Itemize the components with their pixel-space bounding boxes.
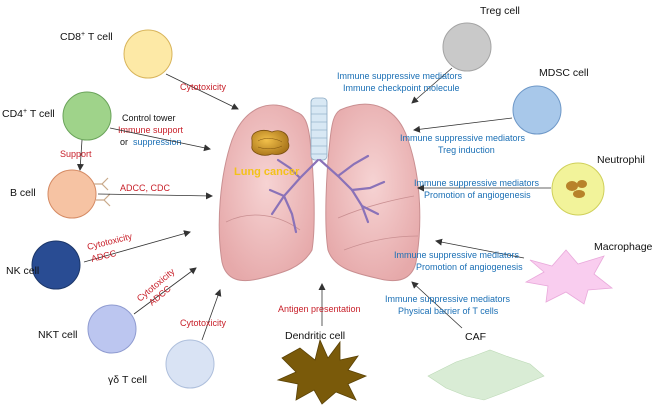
left-lung xyxy=(218,104,315,282)
or-label: or xyxy=(120,137,128,147)
nkt-cell xyxy=(87,304,137,354)
treg-action-1: Immune suppressive mediators xyxy=(337,71,463,81)
treg-cell xyxy=(442,22,492,72)
cd4-t-cell xyxy=(62,91,112,141)
macrophage-label: Macrophage xyxy=(594,241,653,253)
neutrophil-action-2: Promotion of angiogenesis xyxy=(424,190,531,200)
gamma-delta-t-cell-label: γδ T cell xyxy=(108,374,147,386)
mdsc-arrow xyxy=(413,117,513,133)
macrophage-action-1: Immune suppressive mediators xyxy=(394,250,520,260)
antigen-presentation-label: Antigen presentation xyxy=(278,304,361,314)
nkt-arrow xyxy=(133,267,197,315)
dendritic-cell-shape xyxy=(276,338,368,405)
neutrophil-action-1: Immune suppressive mediators xyxy=(414,178,540,188)
treg-action-2: Immune checkpoint molecule xyxy=(343,83,460,93)
caf-arrow xyxy=(411,281,463,329)
macrophage-cell xyxy=(524,249,614,305)
cd4-t-cell-label: CD4+ T cell xyxy=(2,108,55,120)
support-label: Support xyxy=(60,149,92,159)
cd4-to-tumor-arrow xyxy=(109,127,211,152)
neutrophil-cell xyxy=(551,162,605,216)
bcell-arrow xyxy=(97,192,213,200)
macrophage-action-2: Promotion of angiogenesis xyxy=(416,262,523,272)
treg-cell-label: Treg cell xyxy=(480,5,520,17)
gamma-delta-action-label: Cytotoxicity xyxy=(180,318,227,328)
suppression-label: suppression xyxy=(133,137,182,147)
lungs-illustration: Lung cancer xyxy=(218,97,421,282)
caf-cell xyxy=(427,349,545,401)
nkt-cell-label: NKT cell xyxy=(38,329,77,341)
mdsc-cell-label: MDSC cell xyxy=(539,67,589,79)
nk-arrow xyxy=(83,230,191,263)
macrophage-arrow xyxy=(435,238,525,259)
bronchial-tree xyxy=(268,154,386,234)
caf-label: CAF xyxy=(465,331,486,343)
antibody-icon xyxy=(94,177,111,207)
control-tower-label: Control tower xyxy=(122,113,176,123)
gamma-delta-t-cell xyxy=(165,339,215,389)
lung-cancer-label: Lung cancer xyxy=(234,166,300,178)
nk-cell-label: NK cell xyxy=(6,265,39,277)
cd8-t-cell-label: CD8+ T cell xyxy=(60,31,113,43)
tumor-icon xyxy=(251,130,290,156)
cd8-action-label: Cytotoxicity xyxy=(180,82,227,92)
cd4-to-bcell-arrow xyxy=(76,139,84,171)
cd8-arrow xyxy=(165,73,239,110)
mdsc-cell xyxy=(512,85,562,135)
neutrophil-nucleus-icon xyxy=(566,180,587,198)
immune-support-label: Immune support xyxy=(118,125,184,135)
cd8-t-cell xyxy=(123,29,173,79)
neutrophil-label: Neutrophil xyxy=(597,154,645,166)
right-lung xyxy=(325,103,421,282)
dendritic-cell-label: Dendritic cell xyxy=(285,330,345,342)
b-cell-label: B cell xyxy=(10,187,36,199)
caf-action-2: Physical barrier of T cells xyxy=(398,306,499,316)
gamma-delta-arrow xyxy=(201,289,222,341)
caf-action-1: Immune suppressive mediators xyxy=(385,294,511,304)
b-cell xyxy=(47,169,97,219)
mdsc-action-1: Immune suppressive mediators xyxy=(400,133,526,143)
nk-cell xyxy=(31,240,81,290)
treg-arrow xyxy=(411,67,453,104)
trachea xyxy=(310,97,328,161)
adcc-cdc-label: ADCC, CDC xyxy=(120,183,171,193)
mdsc-action-2: Treg induction xyxy=(438,145,495,155)
